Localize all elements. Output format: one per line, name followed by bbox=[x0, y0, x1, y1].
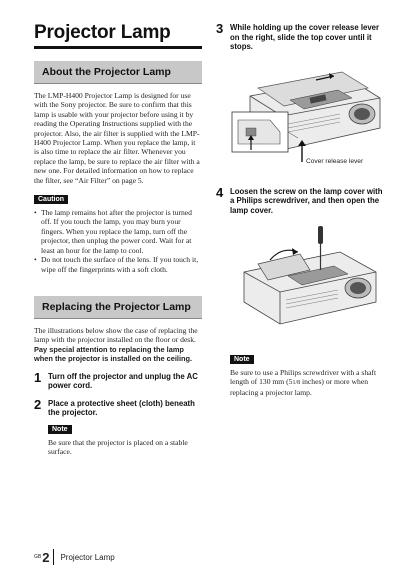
caution-item: •Do not touch the surface of the lens. I… bbox=[34, 255, 199, 274]
caution-item: •The lamp remains hot after the projecto… bbox=[34, 208, 192, 255]
ceiling-warning: Pay special attention to replacing the l… bbox=[34, 344, 193, 364]
step-4: 4 Loosen the screw on the lamp cover wit… bbox=[216, 186, 386, 216]
projector-cover-drawing bbox=[231, 71, 381, 162]
step-number: 4 bbox=[216, 184, 224, 200]
step-number: 3 bbox=[216, 21, 224, 36]
step2-note: Note Be sure that the projector is place… bbox=[48, 418, 202, 457]
step-1: 1 Turn off the projector and unplug the … bbox=[34, 371, 202, 391]
step-number: 2 bbox=[34, 396, 42, 412]
cover-release-lever-label: Cover release lever bbox=[306, 157, 364, 165]
replacing-section-heading: Replacing the Projector Lamp bbox=[34, 295, 202, 319]
language-code: GB bbox=[34, 554, 42, 560]
caution-item-text: The lamp remains hot after the projector… bbox=[41, 208, 192, 255]
lamp-cover-illustration bbox=[230, 224, 386, 334]
about-paragraph: The LMP-H400 Projector Lamp is designed … bbox=[34, 91, 200, 185]
caution-list: •The lamp remains hot after the projecto… bbox=[34, 208, 202, 274]
step-3: 3 While holding up the cover release lev… bbox=[216, 22, 386, 52]
footer-divider bbox=[53, 549, 55, 565]
step-2: 2 Place a protective sheet (cloth) benea… bbox=[34, 398, 202, 418]
left-column: Projector Lamp About the Projector Lamp … bbox=[34, 22, 202, 457]
note-badge: Note bbox=[48, 424, 72, 434]
right-column: 3 While holding up the cover release lev… bbox=[216, 22, 386, 398]
step4-note: Note Be sure to use a Philips screwdrive… bbox=[230, 348, 386, 398]
projector-lamp-cover-drawing bbox=[243, 225, 377, 324]
caution-item-text: Do not touch the surface of the lens. If… bbox=[41, 255, 199, 274]
cover-slide-illustration: Cover release lever bbox=[230, 58, 386, 176]
note-text: Be sure to use a Philips screwdriver wit… bbox=[230, 368, 386, 398]
step-text: Place a protective sheet (cloth) beneath… bbox=[48, 398, 195, 418]
caution-badge: Caution bbox=[34, 195, 69, 205]
note-fraction: 1/8 bbox=[292, 379, 301, 386]
footer-section-name: Projector Lamp bbox=[60, 552, 115, 562]
page-number: 2 bbox=[42, 549, 50, 565]
step-text: While holding up the cover release lever… bbox=[230, 23, 380, 52]
about-section-heading: About the Projector Lamp bbox=[34, 61, 202, 84]
page-footer: GB 2 Projector Lamp bbox=[34, 549, 115, 565]
step-text: Turn off the projector and unplug the AC… bbox=[48, 371, 198, 391]
page-title: Projector Lamp bbox=[34, 22, 202, 49]
replacing-paragraph: The illustrations below show the case of… bbox=[34, 325, 198, 345]
note-text-main: Be sure to use a Philips screwdriver wit… bbox=[230, 367, 377, 386]
step-number: 1 bbox=[34, 369, 42, 385]
step-text: Loosen the screw on the lamp cover with … bbox=[230, 186, 383, 215]
note-text: Be sure that the projector is placed on … bbox=[48, 437, 188, 457]
note-text-end: inches) or more when replacing a project… bbox=[230, 376, 369, 398]
note-badge: Note bbox=[230, 354, 254, 364]
